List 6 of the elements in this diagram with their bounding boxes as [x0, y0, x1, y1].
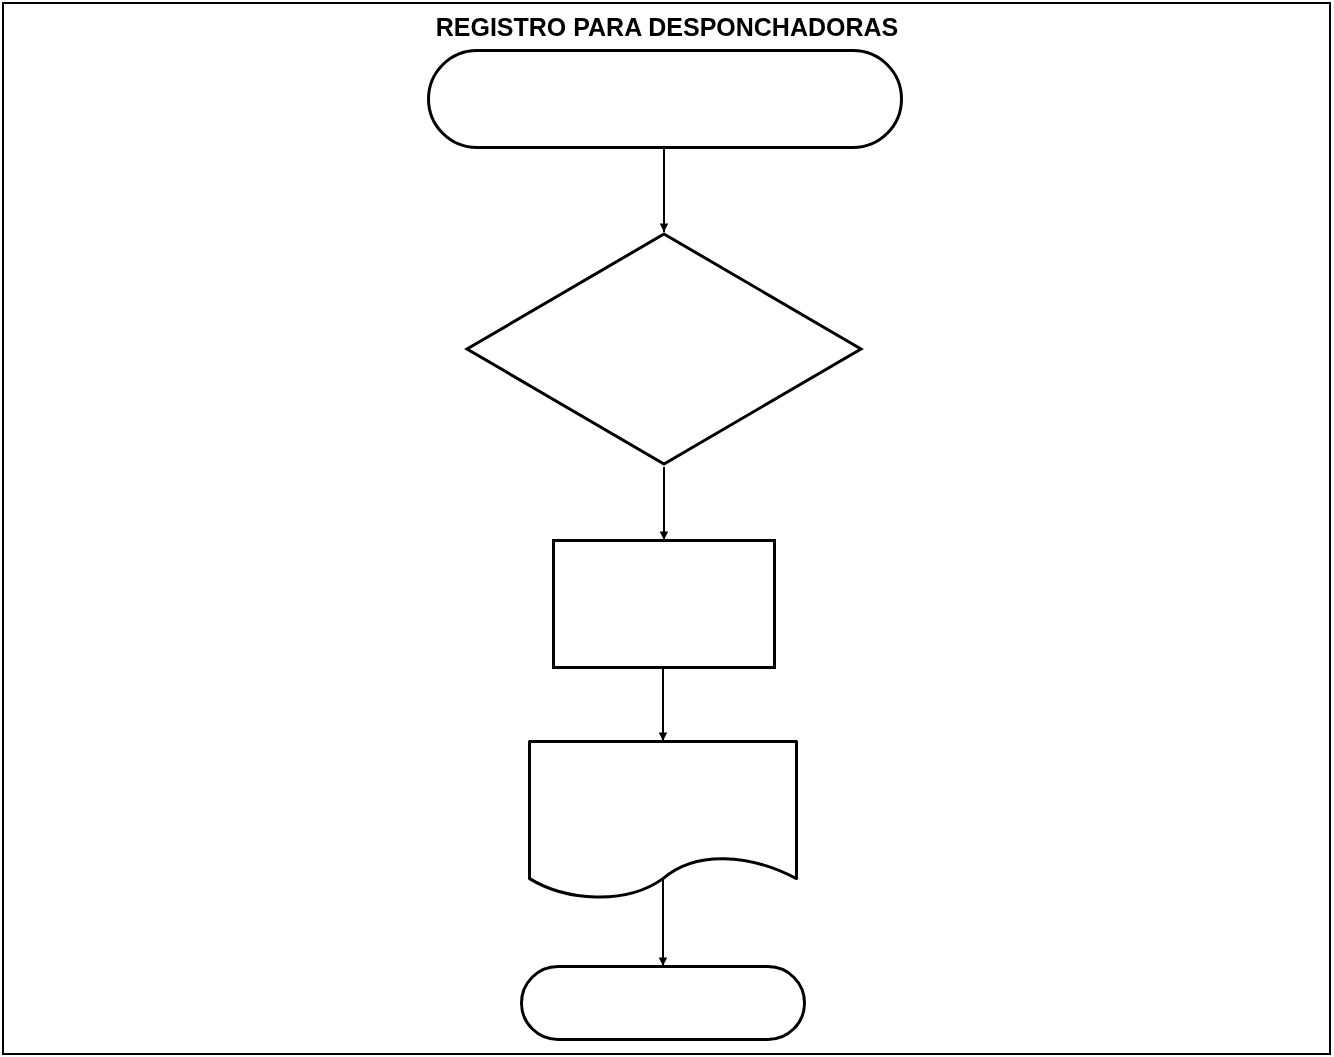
diagram-title: REGISTRO PARA DESPONCHADORAS — [434, 12, 900, 43]
arrow — [658, 668, 668, 742]
arrow — [659, 466, 669, 541]
arrow — [659, 148, 669, 233]
process-box — [552, 539, 776, 669]
decision-diamond — [464, 231, 864, 467]
